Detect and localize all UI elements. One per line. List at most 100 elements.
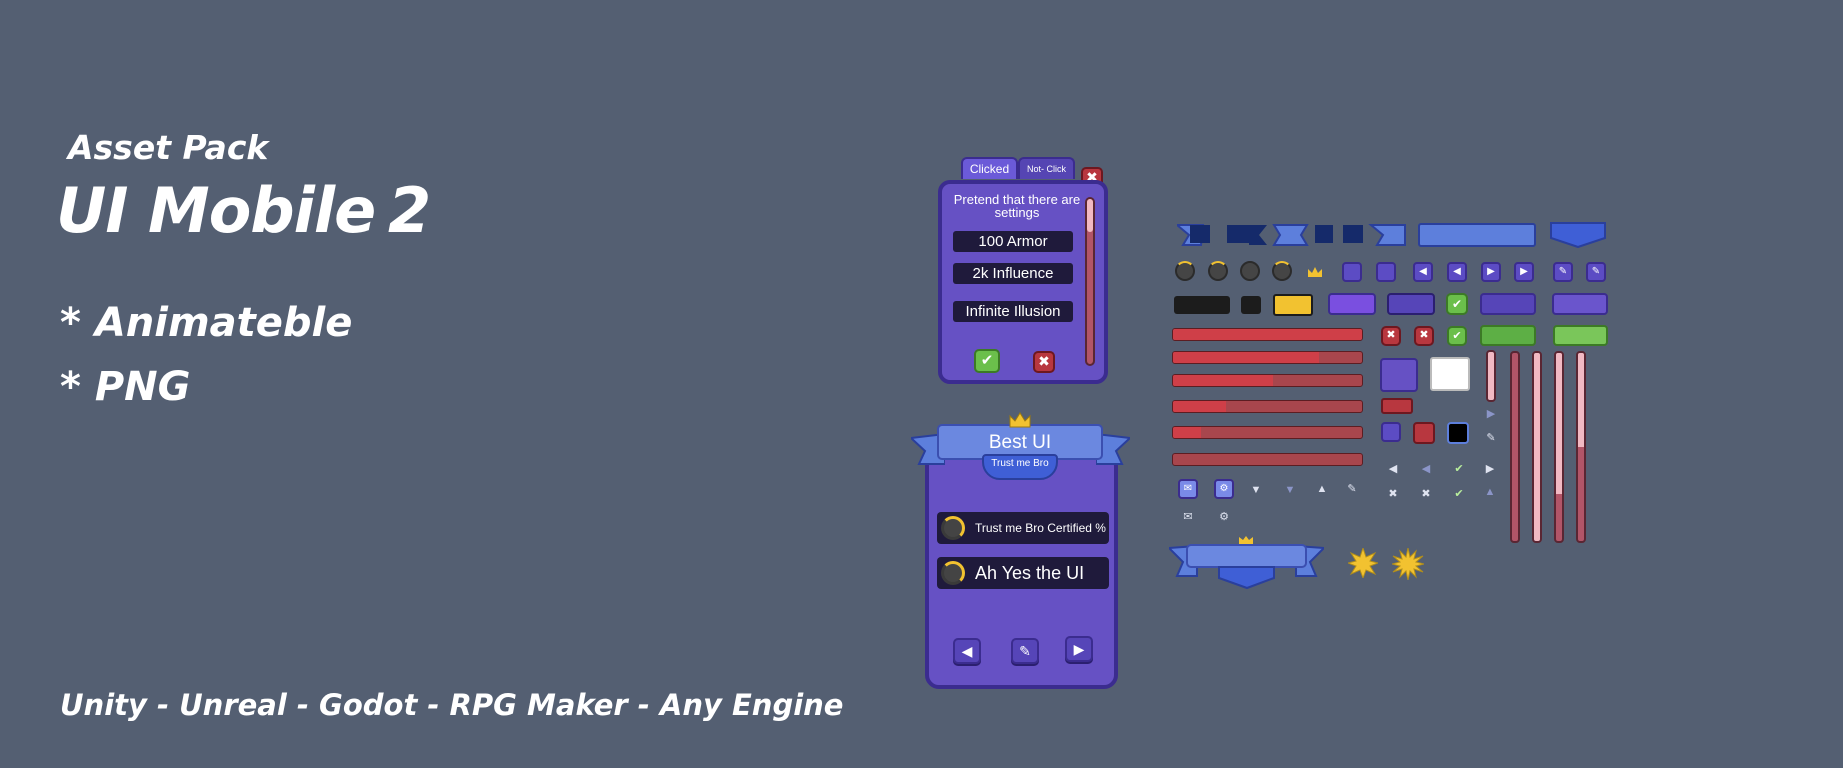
close-x-icon: ✖ xyxy=(1386,329,1396,341)
red-small-button[interactable] xyxy=(1381,398,1413,414)
nav-right-button[interactable]: ▶ xyxy=(1065,636,1093,662)
mail-tiny-icon: ✉ xyxy=(1183,511,1193,523)
vertical-bar-4 xyxy=(1576,351,1586,543)
settings-confirm-button[interactable]: ✔ xyxy=(974,349,1000,373)
triangle-up-icon: ▲ xyxy=(1316,483,1328,495)
left-arrow-icon: ◀ xyxy=(961,643,973,659)
row-trust-label: Trust me Bro Certified % xyxy=(975,521,1106,535)
check-button-small-1[interactable]: ✔ xyxy=(1446,293,1468,315)
gear-tiny-icon: ⚙ xyxy=(1219,511,1229,523)
right-arrow-icon: ▶ xyxy=(1073,641,1085,657)
feature-animatable: * Animateble xyxy=(60,300,353,346)
crown-icon xyxy=(1009,412,1031,428)
purple-square-1[interactable] xyxy=(1342,262,1362,282)
mail-button[interactable]: ✉ xyxy=(1178,479,1198,499)
settings-header: Pretend that there are settings xyxy=(953,192,1081,220)
yellow-swatch xyxy=(1273,294,1313,316)
settings-item-influence[interactable]: 2k Influence xyxy=(953,263,1073,284)
edit-button-2[interactable]: ✎ xyxy=(1586,262,1606,282)
vbar-fill xyxy=(1556,353,1562,494)
left-tiny-dim-icon: ◀ xyxy=(1421,463,1431,475)
loading-ring-icon xyxy=(941,561,965,585)
check-icon: ✔ xyxy=(1451,297,1463,311)
nav-edit-button[interactable]: ✎ xyxy=(1011,638,1039,664)
edit-icon: ✎ xyxy=(1591,266,1601,277)
best-ui-panel: Trust me Bro Certified % Ah Yes the UI ◀… xyxy=(925,452,1118,689)
violet-button-swatch[interactable] xyxy=(1328,293,1376,315)
settings-item-armor[interactable]: 100 Armor xyxy=(953,231,1073,252)
black-bar-swatch xyxy=(1174,296,1230,314)
promo-subtitle: Asset Pack xyxy=(68,128,269,167)
trust-badge: Trust me Bro xyxy=(982,454,1058,480)
vbar-fill xyxy=(1488,352,1494,400)
check-button-small-2[interactable]: ✔ xyxy=(1447,326,1467,346)
purple-panel-swatch xyxy=(1380,358,1418,392)
promo-title-number: 2 xyxy=(388,174,432,247)
progress-fill xyxy=(1173,329,1362,340)
vertical-bar-3 xyxy=(1554,351,1564,543)
progress-fill xyxy=(1173,401,1226,412)
scrollbar-thumb[interactable] xyxy=(1087,199,1093,232)
vbar-fill xyxy=(1578,353,1584,447)
progress-fill xyxy=(1173,375,1274,386)
edit-icon: ✎ xyxy=(1019,643,1031,659)
close-button-small-2[interactable]: ✖ xyxy=(1414,326,1434,346)
progress-bar-4 xyxy=(1172,400,1363,413)
progress-fill xyxy=(1173,352,1319,363)
dark-violet-button-swatch[interactable] xyxy=(1387,293,1435,315)
close-button-small-1[interactable]: ✖ xyxy=(1381,326,1401,346)
purple-wide-button[interactable] xyxy=(1480,293,1536,315)
settings-scrollbar[interactable] xyxy=(1085,197,1095,366)
star-burst-icon xyxy=(1348,548,1378,578)
gear-icon: ⚙ xyxy=(1219,483,1229,494)
green-wide-button-2[interactable] xyxy=(1553,325,1608,346)
tab-clicked[interactable]: Clicked xyxy=(961,157,1018,179)
settings-item-illusion[interactable]: Infinite Illusion xyxy=(953,301,1073,322)
left-tiny-icon: ◀ xyxy=(1388,463,1398,475)
row-ah-yes[interactable]: Ah Yes the UI xyxy=(937,557,1109,589)
check-icon: ✔ xyxy=(1452,330,1462,342)
row-trust-certified[interactable]: Trust me Bro Certified % xyxy=(937,512,1109,544)
edit-tiny-icon-2[interactable]: ✎ xyxy=(1347,483,1357,495)
green-wide-button-1[interactable] xyxy=(1480,325,1536,346)
purple-square-2[interactable] xyxy=(1376,262,1396,282)
purple-wide-button-2[interactable] xyxy=(1552,293,1608,315)
check-tiny-icon-2: ✔ xyxy=(1454,488,1464,500)
loading-knob-2 xyxy=(1208,261,1228,281)
vertical-bar-1 xyxy=(1510,351,1520,543)
edit-tiny-icon[interactable]: ✎ xyxy=(1486,432,1496,444)
close-x-icon: ✖ xyxy=(1086,169,1098,185)
settings-button[interactable]: ⚙ xyxy=(1214,479,1234,499)
progress-bar-2 xyxy=(1172,351,1363,364)
red-toggle[interactable] xyxy=(1413,422,1435,444)
close-tiny-icon: ✖ xyxy=(1388,488,1398,500)
left-arrow-button-1[interactable]: ◀ xyxy=(1413,262,1433,282)
tab-not-click[interactable]: Not- Click xyxy=(1018,157,1075,179)
check-icon: ✔ xyxy=(980,352,994,369)
mail-icon: ✉ xyxy=(1183,483,1193,494)
ribbon-sprite-row xyxy=(1177,224,1406,246)
purple-toggle[interactable] xyxy=(1381,422,1401,442)
triangle-down-icon: ▼ xyxy=(1250,484,1262,496)
ribbon-tab-blue xyxy=(1550,222,1606,248)
black-toggle[interactable] xyxy=(1447,422,1469,444)
best-ui-banner: Best UI xyxy=(937,424,1103,460)
triangle-right-tiny-icon: ▶ xyxy=(1486,408,1496,420)
small-vertical-slider[interactable] xyxy=(1486,350,1496,402)
left-arrow-button-2[interactable]: ◀ xyxy=(1447,262,1467,282)
vbar-fill xyxy=(1534,353,1540,541)
nav-left-button[interactable]: ◀ xyxy=(953,638,981,664)
ribbon-right-tail xyxy=(1096,434,1130,465)
right-arrow-icon: ▶ xyxy=(1487,266,1495,277)
right-arrow-button-1[interactable]: ▶ xyxy=(1481,262,1501,282)
settings-cancel-button[interactable]: ✖ xyxy=(1033,351,1055,373)
star-burst-icon-2 xyxy=(1392,548,1424,580)
right-arrow-icon: ▶ xyxy=(1520,266,1528,277)
close-x-icon: ✖ xyxy=(1038,353,1050,369)
right-arrow-button-2[interactable]: ▶ xyxy=(1514,262,1534,282)
loading-knob-3 xyxy=(1240,261,1260,281)
progress-bar-3 xyxy=(1172,374,1363,387)
loading-ring-icon xyxy=(941,516,965,540)
edit-button-1[interactable]: ✎ xyxy=(1553,262,1573,282)
progress-bar-5 xyxy=(1172,426,1363,439)
